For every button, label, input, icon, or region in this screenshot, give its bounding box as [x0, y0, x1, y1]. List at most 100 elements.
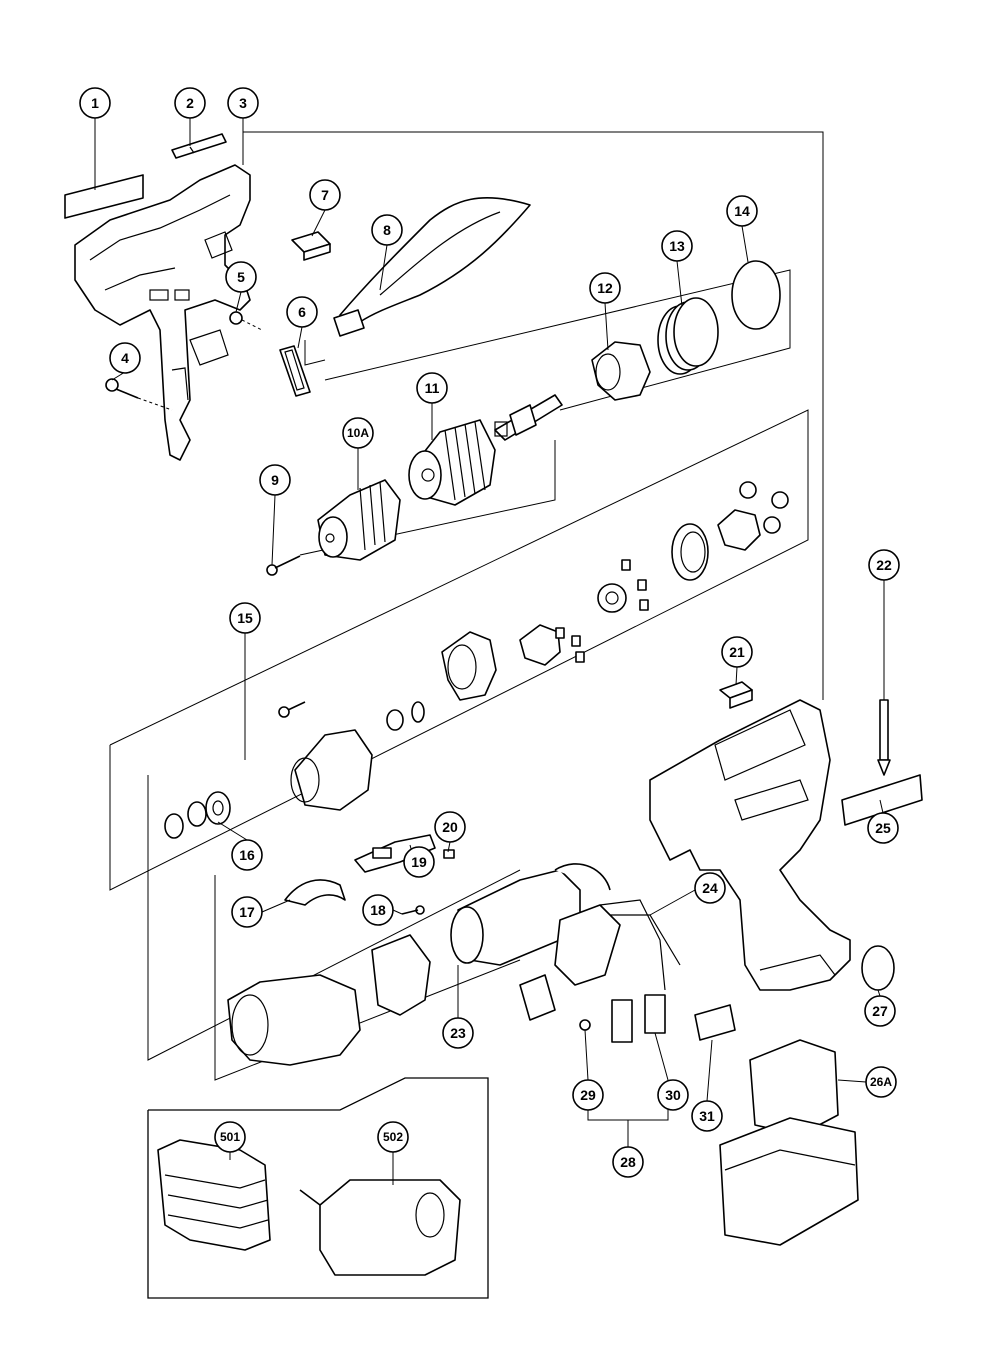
part-gear-case — [278, 701, 373, 811]
callout-26a-label: 26A — [870, 1075, 892, 1089]
callout-25-label: 25 — [875, 820, 891, 836]
part-bit-22 — [877, 699, 891, 776]
callout-10a: 10A — [342, 417, 374, 449]
callout-17: 17 — [231, 896, 263, 928]
part-switch-24 — [519, 899, 681, 1021]
callout-15-label: 15 — [237, 610, 253, 626]
part-housing-left — [74, 164, 251, 461]
part-ring-gear — [441, 631, 497, 701]
callout-23: 23 — [442, 1017, 474, 1049]
part-ring-14 — [731, 260, 781, 330]
callout-6: 6 — [286, 296, 318, 328]
part-bit-small — [171, 133, 227, 159]
callout-11-label: 11 — [425, 380, 440, 396]
callout-22-label: 22 — [876, 557, 892, 573]
callout-17-label: 17 — [239, 904, 255, 920]
part-terminal-block — [579, 994, 666, 1043]
part-screw-9 — [266, 555, 301, 576]
part-spring-20 — [443, 849, 455, 859]
part-strap-8 — [333, 197, 531, 337]
callout-3: 3 — [227, 87, 259, 119]
callout-13: 13 — [661, 230, 693, 262]
callout-28-label: 28 — [620, 1154, 636, 1170]
callout-26a: 26A — [865, 1066, 897, 1098]
part-switch-knob-7 — [291, 231, 331, 261]
part-bearing-16 — [164, 791, 231, 839]
callout-1: 1 — [79, 87, 111, 119]
callout-10a-label: 10A — [347, 426, 369, 440]
part-motor-plate — [371, 934, 431, 1016]
callout-27-label: 27 — [872, 1003, 888, 1019]
callout-24: 24 — [694, 872, 726, 904]
callout-502: 502 — [377, 1121, 409, 1153]
part-switch-21 — [719, 681, 753, 709]
callout-5-label: 5 — [237, 269, 245, 285]
callout-20-label: 20 — [442, 819, 458, 835]
callout-13-label: 13 — [669, 238, 685, 254]
callout-501: 501 — [214, 1121, 246, 1153]
callout-502-label: 502 — [383, 1130, 403, 1144]
part-motor-ring — [227, 974, 361, 1066]
part-sleeve-11 — [408, 419, 496, 506]
callout-5: 5 — [225, 261, 257, 293]
part-name-plate-right — [841, 774, 923, 826]
callout-8: 8 — [371, 214, 403, 246]
callout-9: 9 — [259, 464, 291, 496]
part-planet-gears-upper — [671, 481, 789, 581]
callout-14-label: 14 — [734, 203, 750, 219]
callouts: 1 2 3 4 5 6 7 8 — [79, 87, 900, 1178]
callout-27: 27 — [864, 995, 896, 1027]
callout-16: 16 — [231, 839, 263, 871]
part-motor-23 — [450, 863, 611, 966]
part-name-plate-left — [64, 174, 144, 219]
callout-19: 19 — [403, 846, 435, 878]
callout-12-label: 12 — [597, 280, 613, 296]
part-ring-27 — [861, 945, 895, 991]
part-springs-13 — [657, 297, 719, 375]
callout-501-label: 501 — [220, 1130, 240, 1144]
callout-31-label: 31 — [699, 1108, 715, 1124]
callout-24-label: 24 — [702, 880, 718, 896]
callout-31: 31 — [691, 1100, 723, 1132]
callout-1-label: 1 — [91, 95, 99, 111]
callout-4-label: 4 — [121, 350, 129, 366]
callout-7-label: 7 — [321, 187, 329, 203]
callout-6-label: 6 — [298, 304, 306, 320]
callout-30-label: 30 — [665, 1087, 681, 1103]
part-screw-5 — [229, 311, 263, 331]
part-housing-right — [649, 699, 851, 991]
callout-2-label: 2 — [186, 95, 194, 111]
callout-16-label: 16 — [239, 847, 255, 863]
part-chuck-10a — [317, 479, 401, 561]
part-case-501 — [157, 1139, 271, 1251]
callout-18-label: 18 — [370, 902, 386, 918]
callout-7: 7 — [309, 179, 341, 211]
callout-12: 12 — [589, 272, 621, 304]
callout-22: 22 — [868, 549, 900, 581]
callout-3-label: 3 — [239, 95, 247, 111]
callout-2: 2 — [174, 87, 206, 119]
part-screw-4 — [105, 378, 173, 411]
callout-15: 15 — [229, 602, 261, 634]
callout-18: 18 — [362, 894, 394, 926]
part-screw-18 — [401, 905, 425, 915]
callout-4: 4 — [109, 342, 141, 374]
part-switch-lever-19 — [354, 834, 436, 873]
part-bracket-17 — [284, 879, 346, 906]
callout-21-label: 21 — [729, 644, 745, 660]
part-charger-502 — [299, 1179, 461, 1276]
callout-28: 28 — [612, 1146, 644, 1178]
callout-29: 29 — [572, 1079, 604, 1111]
part-clip-6 — [279, 340, 326, 397]
part-battery-26a — [719, 1039, 859, 1246]
callout-8-label: 8 — [383, 222, 391, 238]
callout-9-label: 9 — [271, 472, 279, 488]
part-gears-middle — [519, 559, 649, 666]
callout-19-label: 19 — [411, 854, 427, 870]
callout-23-label: 23 — [450, 1025, 466, 1041]
callout-11: 11 — [416, 372, 448, 404]
callout-25: 25 — [867, 812, 899, 844]
callout-30: 30 — [657, 1079, 689, 1111]
parts-drawing — [64, 133, 923, 1276]
